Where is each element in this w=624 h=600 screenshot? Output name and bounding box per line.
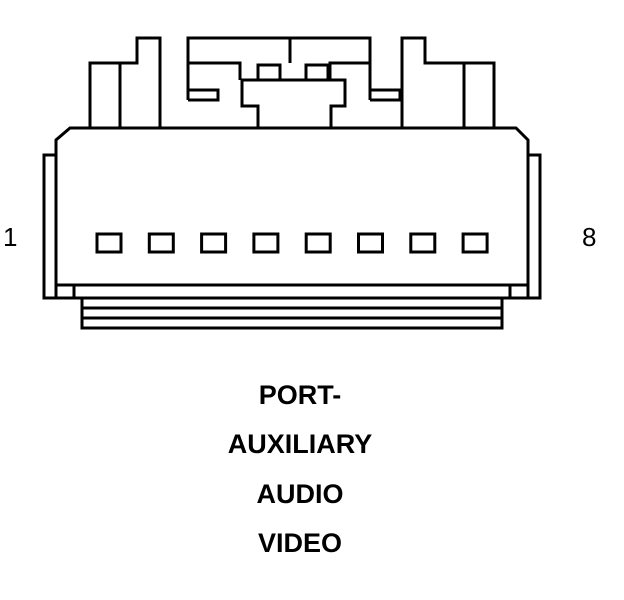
pin-label-last: 8 bbox=[582, 222, 597, 252]
top-frame-inner-left bbox=[188, 61, 242, 80]
housing-right-rail bbox=[528, 153, 542, 300]
right-latch-inner bbox=[400, 36, 466, 128]
pin-cavity-2 bbox=[147, 232, 175, 254]
caption-line-1: PORT- bbox=[258, 380, 342, 410]
pin-cavity-7 bbox=[409, 232, 437, 254]
pin-cavity-5 bbox=[304, 232, 332, 254]
right-latch-outer bbox=[462, 61, 496, 128]
left-latch-inner bbox=[118, 36, 162, 128]
pin-cavity-3 bbox=[200, 232, 228, 254]
pin-cavity-1 bbox=[95, 232, 123, 254]
pin-label-first: 1 bbox=[3, 222, 18, 252]
caption-line-2: AUXILIARY bbox=[227, 429, 373, 459]
pin-cavity-4 bbox=[252, 232, 280, 254]
base-plate bbox=[80, 298, 504, 330]
top-frame-step-right bbox=[370, 88, 402, 102]
housing-left-rail bbox=[42, 153, 56, 300]
top-frame-inner-right bbox=[328, 61, 370, 80]
top-frame-step-left bbox=[188, 88, 220, 102]
connector-housing bbox=[54, 126, 530, 300]
caption-line-3: AUDIO bbox=[256, 479, 344, 509]
pin-cavity-6 bbox=[357, 232, 384, 254]
pin-cavity-8 bbox=[461, 232, 489, 254]
caption-line-4: VIDEO bbox=[257, 528, 343, 558]
left-latch-outer bbox=[88, 61, 122, 128]
top-frame bbox=[186, 36, 372, 100]
